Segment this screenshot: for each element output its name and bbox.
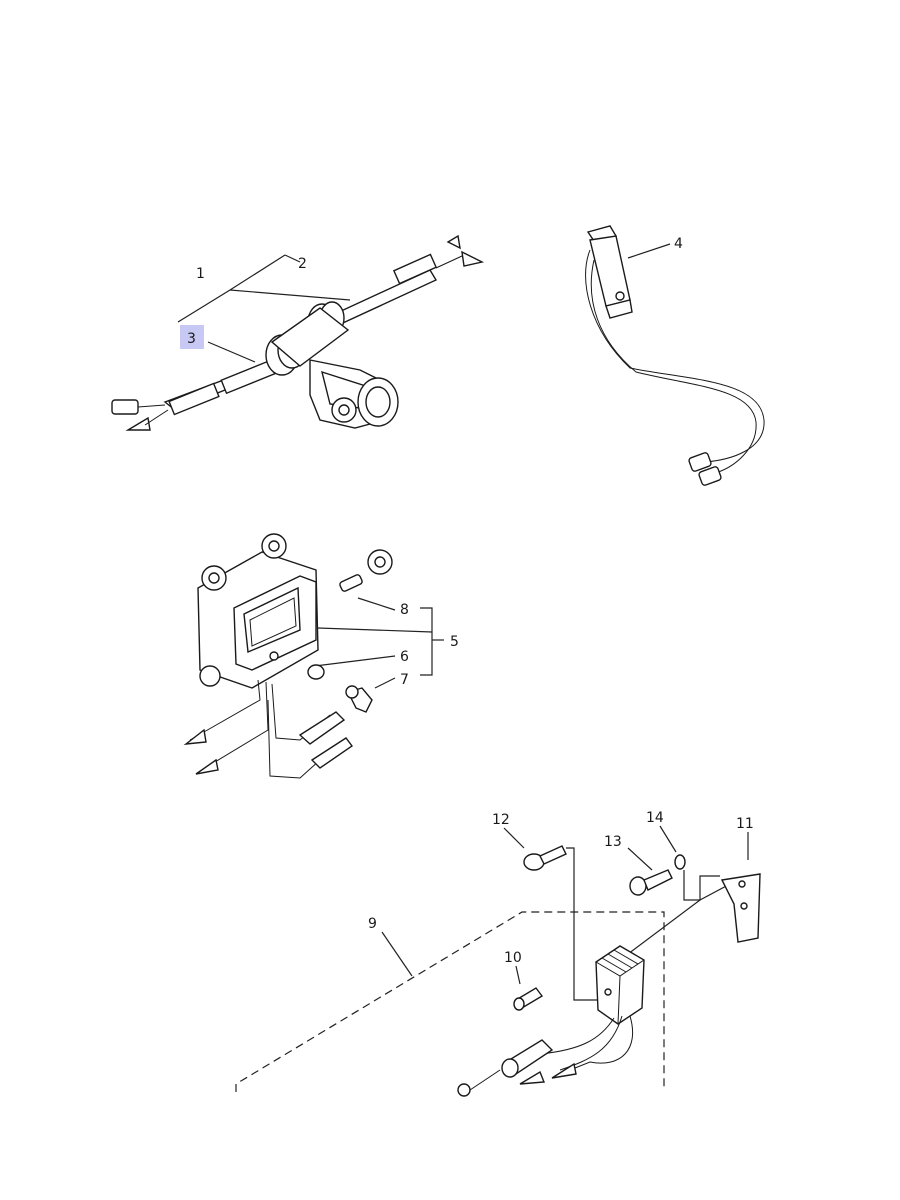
callout-10[interactable]: 10 — [504, 950, 522, 966]
callout-6[interactable]: 6 — [400, 649, 409, 665]
callout-3[interactable]: 3 — [187, 331, 196, 347]
callout-9[interactable]: 9 — [368, 916, 377, 932]
cable-assembly — [111, 234, 485, 431]
callout-4[interactable]: 4 — [674, 236, 683, 252]
rectifier-kit — [235, 825, 761, 1097]
callout-5[interactable]: 5 — [450, 634, 459, 650]
switch-unit — [585, 225, 765, 486]
callout-11[interactable]: 11 — [736, 816, 754, 832]
callout-12[interactable]: 12 — [492, 812, 510, 828]
callout-7[interactable]: 7 — [400, 672, 409, 688]
callout-1[interactable]: 1 — [196, 266, 205, 282]
callout-3-highlight — [180, 325, 204, 349]
callout-14[interactable]: 14 — [646, 810, 664, 826]
callout-8[interactable]: 8 — [400, 602, 409, 618]
callout-13[interactable]: 13 — [604, 834, 622, 850]
callout-2[interactable]: 2 — [298, 256, 307, 272]
control-box-assembly — [183, 533, 444, 779]
